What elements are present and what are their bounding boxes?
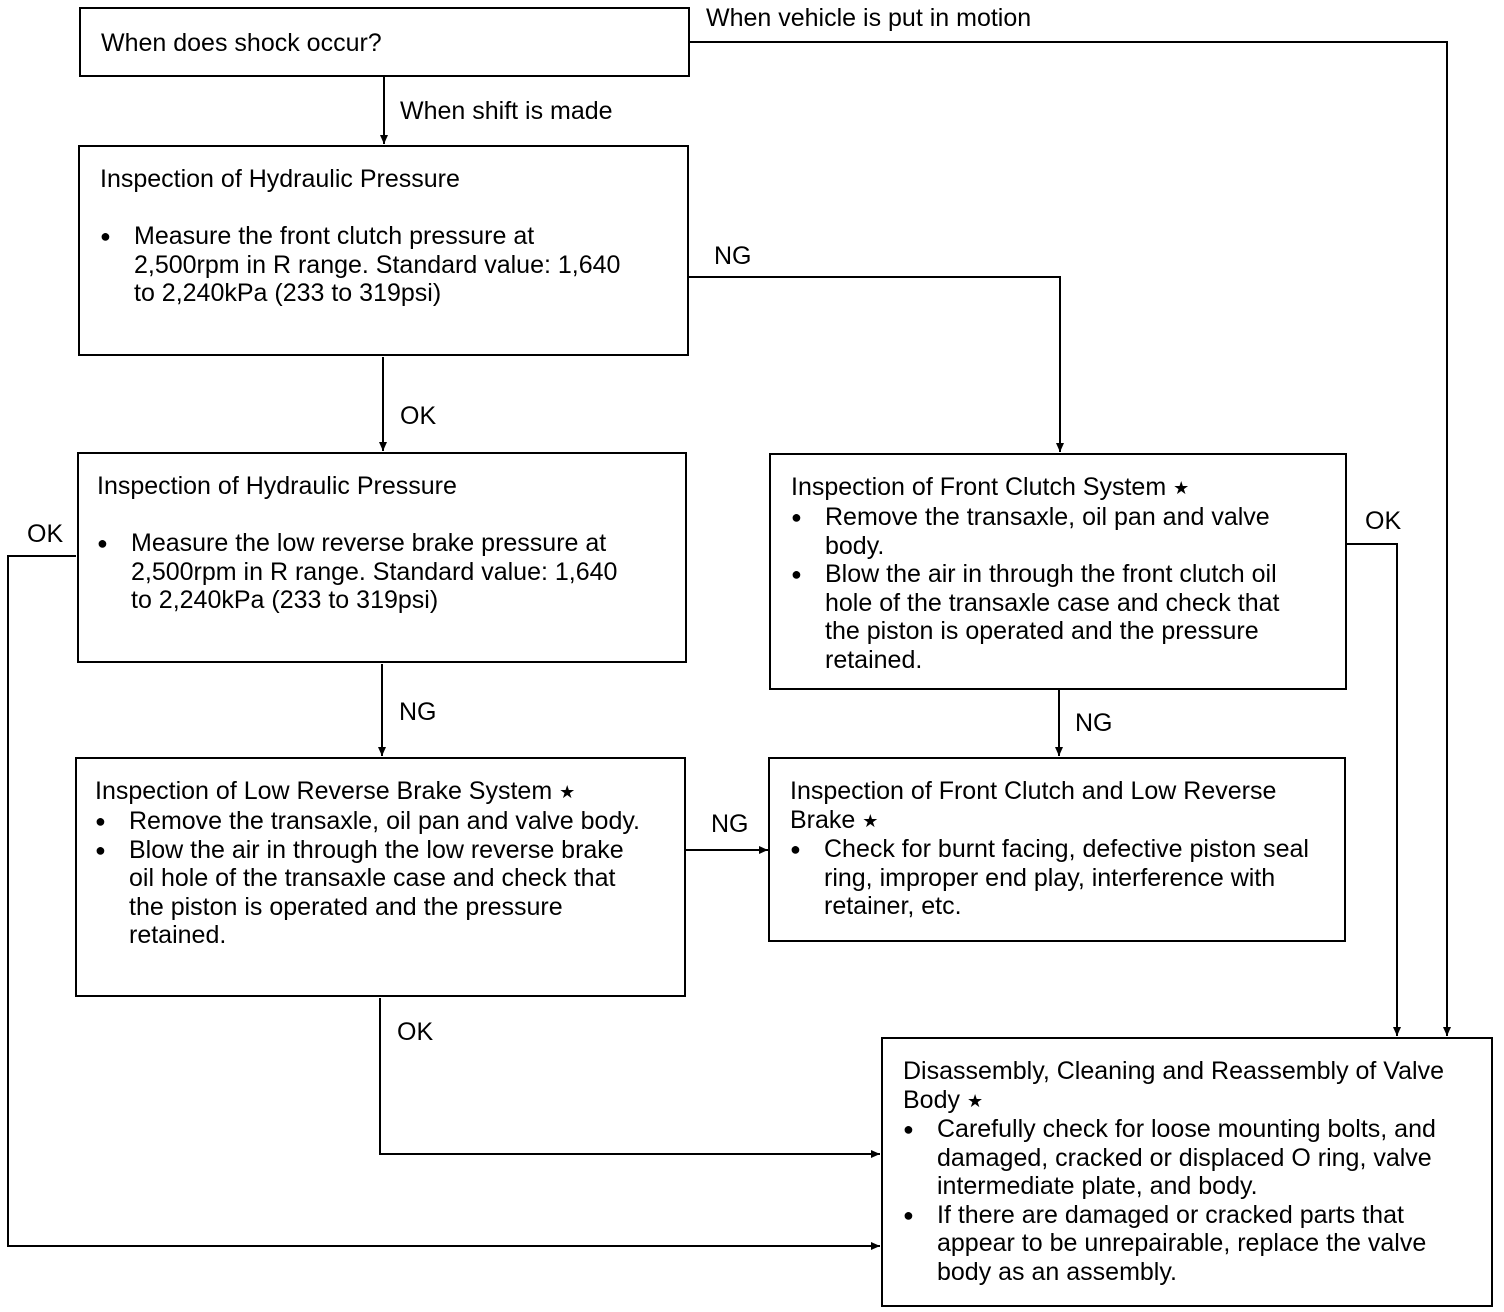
node-hp-low: Inspection of Hydraulic Pressure Measure… xyxy=(77,452,687,663)
edge-label-front-clutch-ok: OK xyxy=(1365,507,1402,535)
node-low-rev: Inspection of Low Reverse Brake System ★… xyxy=(75,757,686,997)
edge-front-clutch-ok xyxy=(1346,543,1401,1036)
node-fc-lrb-item: Check for burnt facing, defective piston… xyxy=(790,835,1310,921)
node-valve-body-title-text: Disassembly, Cleaning and Reassembly of … xyxy=(903,1057,1444,1114)
node-low-rev-title: Inspection of Low Reverse Brake System ★ xyxy=(95,777,666,807)
node-valve-body-title: Disassembly, Cleaning and Reassembly of … xyxy=(903,1057,1463,1115)
node-front-clutch-item: Remove the transaxle, oil pan and valve … xyxy=(791,503,1311,560)
edge-label-low-rev-ng: NG xyxy=(711,810,749,838)
node-front-clutch-title: Inspection of Front Clutch System ★ xyxy=(791,473,1325,503)
star-icon: ★ xyxy=(966,1090,984,1111)
node-fc-lrb-title: Inspection of Front Clutch and Low Rever… xyxy=(790,777,1310,835)
node-front-clutch: Inspection of Front Clutch System ★ Remo… xyxy=(769,453,1347,690)
edge-start-to-valve-body xyxy=(688,41,1451,1036)
node-low-rev-item: Blow the air in through the low reverse … xyxy=(95,836,647,950)
star-icon: ★ xyxy=(1173,478,1190,498)
edge-label-hp-low-ng: NG xyxy=(399,698,437,726)
node-start-title: When does shock occur? xyxy=(101,29,382,57)
node-hp-front-item: Measure the front clutch pressure at 2,5… xyxy=(100,222,645,308)
node-low-rev-list: Remove the transaxle, oil pan and valve … xyxy=(95,807,647,950)
edge-label-front-clutch-ng: NG xyxy=(1075,709,1113,737)
star-icon: ★ xyxy=(559,782,576,802)
node-hp-front-title: Inspection of Hydraulic Pressure xyxy=(100,165,460,193)
node-front-clutch-title-text: Inspection of Front Clutch System xyxy=(791,473,1167,501)
edge-label-vehicle-motion: When vehicle is put in motion xyxy=(706,4,1032,32)
star-icon: ★ xyxy=(862,810,879,831)
node-start: When does shock occur? xyxy=(79,7,690,77)
node-hp-front-list: Measure the front clutch pressure at 2,5… xyxy=(100,222,645,308)
edge-hp-low-ok xyxy=(7,555,880,1250)
edge-label-low-rev-ok: OK xyxy=(397,1018,434,1046)
edge-low-rev-ok xyxy=(379,998,880,1158)
node-hp-front: Inspection of Hydraulic Pressure Measure… xyxy=(78,145,689,356)
node-front-clutch-list: Remove the transaxle, oil pan and valve … xyxy=(791,503,1311,674)
node-fc-lrb: Inspection of Front Clutch and Low Rever… xyxy=(768,757,1346,942)
node-valve-body-item: If there are damaged or cracked parts th… xyxy=(903,1201,1468,1287)
node-front-clutch-item: Blow the air in through the front clutch… xyxy=(791,560,1311,674)
node-valve-body-item: Carefully check for loose mounting bolts… xyxy=(903,1115,1468,1201)
node-valve-body-list: Carefully check for loose mounting bolts… xyxy=(903,1115,1468,1286)
node-hp-low-item: Measure the low reverse brake pressure a… xyxy=(97,529,645,615)
node-valve-body: Disassembly, Cleaning and Reassembly of … xyxy=(881,1037,1493,1307)
node-hp-low-title: Inspection of Hydraulic Pressure xyxy=(97,472,457,500)
node-fc-lrb-list: Check for burnt facing, defective piston… xyxy=(790,835,1310,921)
node-hp-low-list: Measure the low reverse brake pressure a… xyxy=(97,529,645,615)
edge-label-hp-front-ok: OK xyxy=(400,402,437,430)
node-low-rev-title-text: Inspection of Low Reverse Brake System xyxy=(95,777,553,805)
edge-label-shift-made: When shift is made xyxy=(400,97,613,125)
edge-label-hp-low-ok: OK xyxy=(27,520,64,548)
edge-hp-front-ng xyxy=(688,276,1064,452)
node-low-rev-item: Remove the transaxle, oil pan and valve … xyxy=(95,807,647,836)
node-fc-lrb-title-text: Inspection of Front Clutch and Low Rever… xyxy=(790,777,1277,834)
edge-label-hp-front-ng: NG xyxy=(714,242,752,270)
